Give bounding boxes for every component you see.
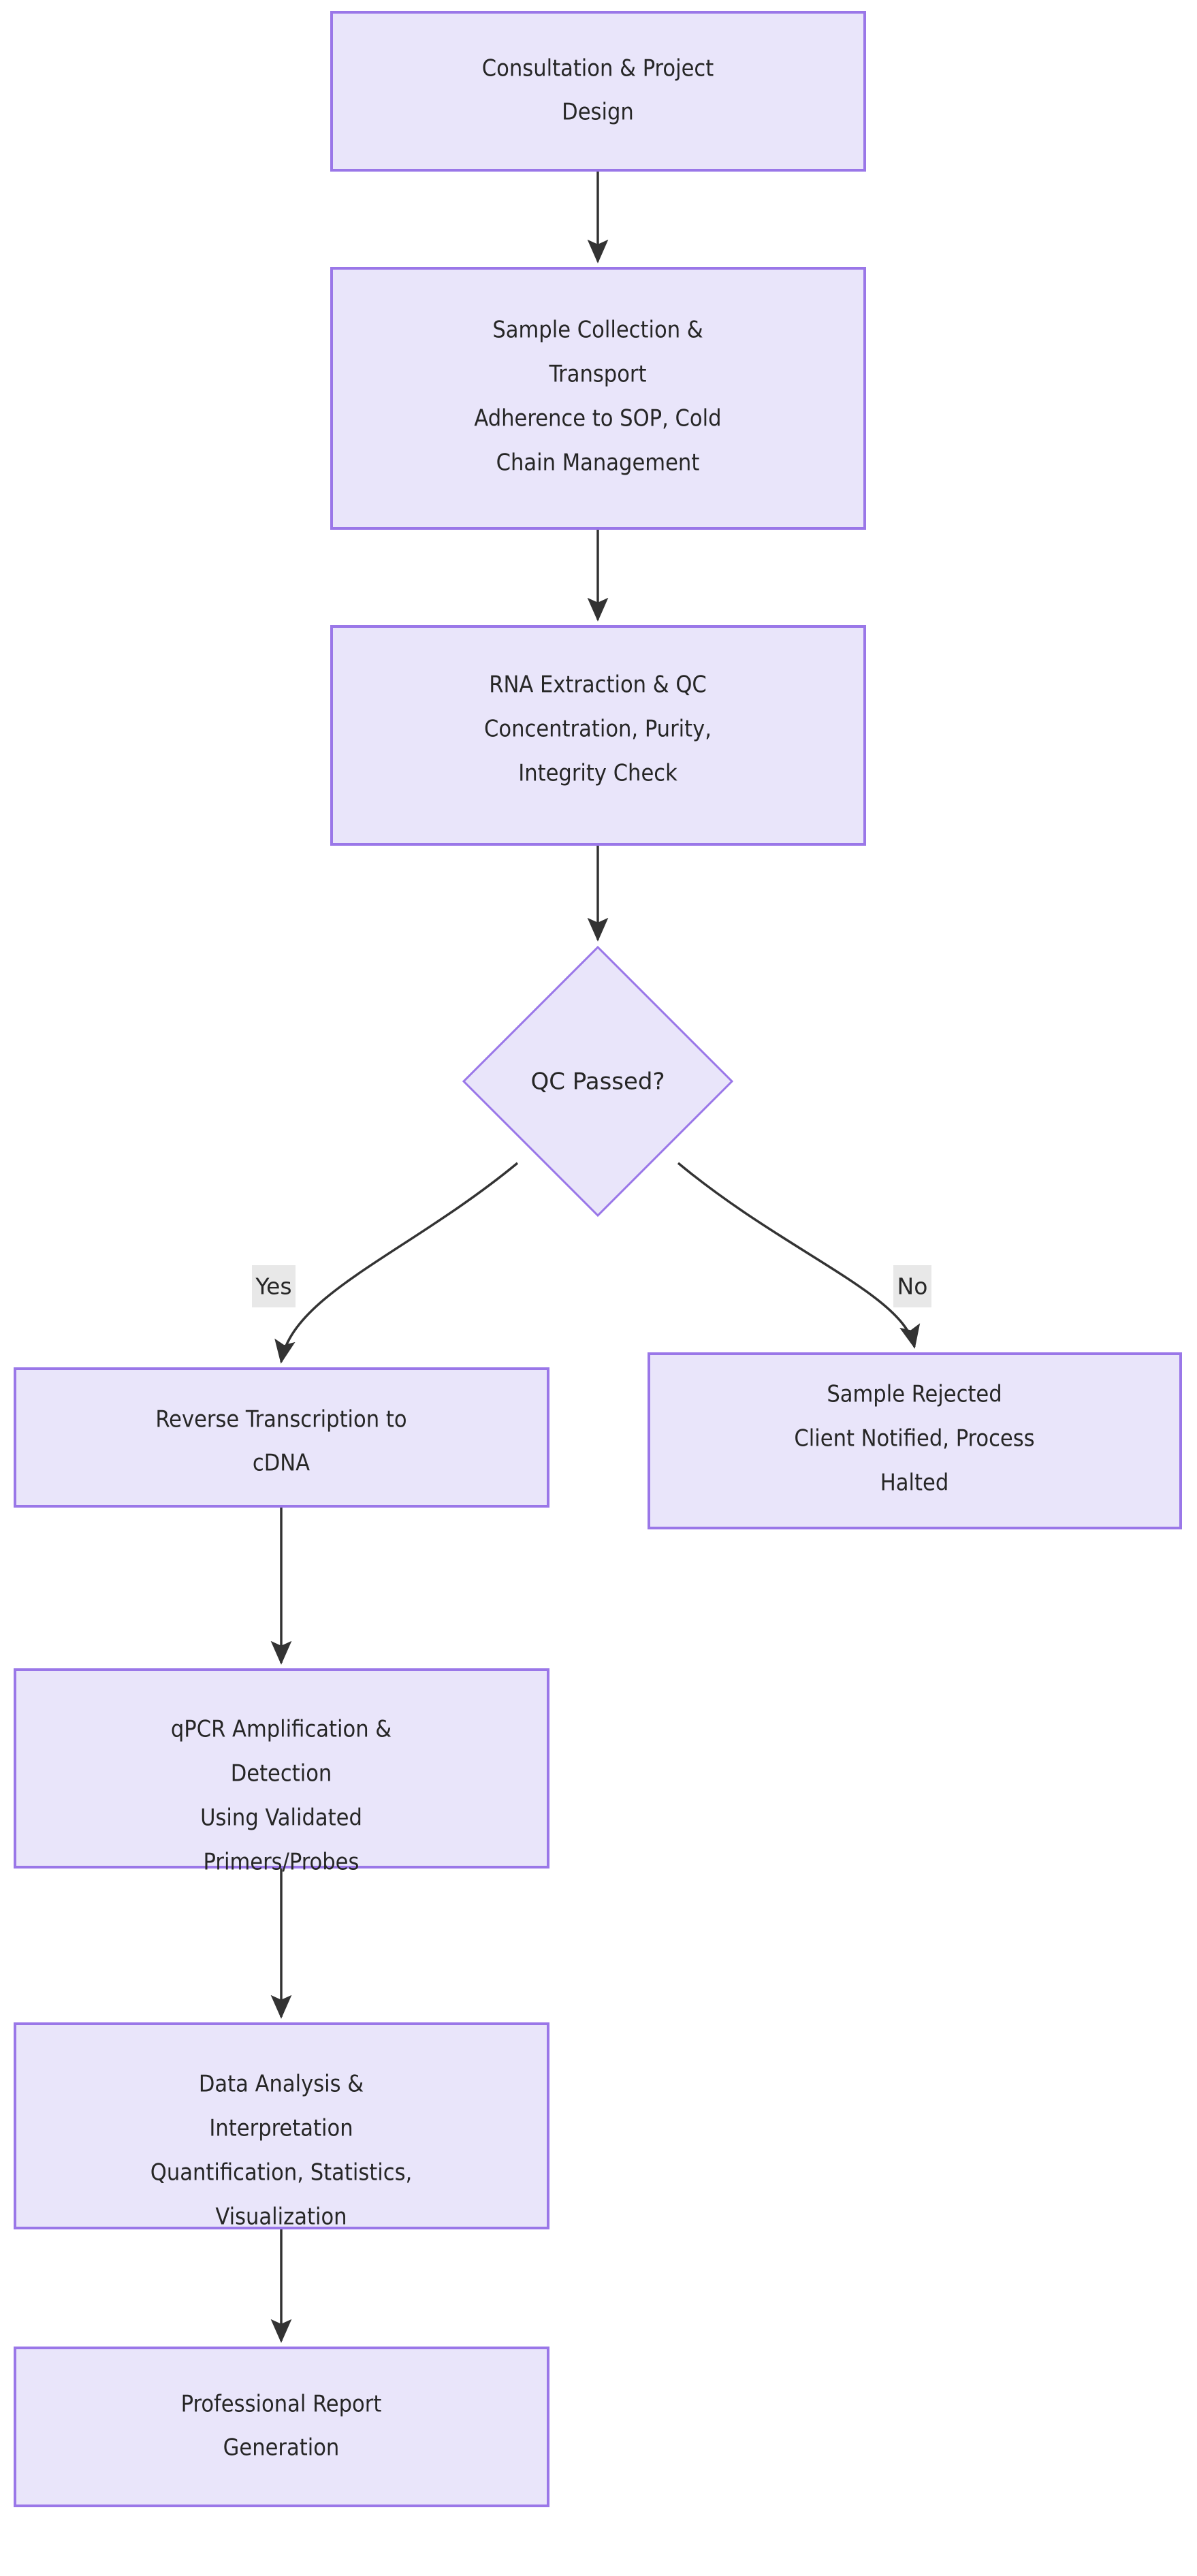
node-rna-extraction-shape[interactable] <box>330 625 866 846</box>
node-qpcr-line-1: Detection <box>231 1760 332 1787</box>
node-sample-collection[interactable]: Sample Collection & Transport Adherence … <box>330 267 866 530</box>
node-sample-collection-line-0: Sample Collection & <box>492 317 703 344</box>
node-report[interactable]: Professional Report Generation <box>14 2347 549 2507</box>
node-rna-extraction[interactable]: RNA Extraction & QC Concentration, Purit… <box>330 625 866 846</box>
node-rna-extraction-line-2: Integrity Check <box>518 760 677 787</box>
node-report-line-0: Professional Report <box>181 2391 382 2418</box>
edge-label-yes-text: Yes <box>255 1273 291 1300</box>
node-rna-extraction-line-1: Concentration, Purity, <box>484 716 712 743</box>
node-rna-extraction-line-0: RNA Extraction & QC <box>489 671 707 699</box>
node-data-analysis-line-3: Visualization <box>215 2204 347 2231</box>
node-qc-decision-shape[interactable] <box>462 945 734 1218</box>
edge-label-no-background <box>893 1265 931 1307</box>
node-data-analysis-shape[interactable] <box>14 2022 549 2229</box>
node-sample-rejected-line-0: Sample Rejected <box>827 1381 1002 1408</box>
node-sample-collection-line-1: Transport <box>548 361 646 388</box>
edge-label-yes: Yes <box>252 1265 296 1307</box>
node-qpcr-line-0: qPCR Amplification & <box>171 1716 392 1743</box>
node-qpcr-line-2: Using Validated <box>200 1804 362 1832</box>
edge-label-no: No <box>893 1265 931 1307</box>
node-qc-decision[interactable]: QC Passed? <box>462 945 734 1218</box>
node-reverse-transcription-line-0: Reverse Transcription to <box>155 1406 406 1433</box>
edge-label-yes-background <box>252 1265 296 1307</box>
node-sample-rejected-line-2: Halted <box>880 1469 949 1497</box>
node-data-analysis-line-2: Quantification, Statistics, <box>150 2159 412 2187</box>
node-data-analysis-line-0: Data Analysis & <box>199 2071 364 2098</box>
edge-qc-decision-yes-to-reverse-transcription <box>274 1162 519 1364</box>
node-sample-collection-line-2: Adherence to SOP, Cold <box>474 405 721 432</box>
edge-qc-decision-no-to-sample-rejected <box>677 1162 921 1349</box>
node-sample-collection-shape[interactable] <box>330 267 866 530</box>
node-sample-collection-line-3: Chain Management <box>496 449 700 477</box>
node-consultation[interactable]: Consultation & Project Design <box>330 11 866 172</box>
node-sample-rejected-shape[interactable] <box>648 1352 1182 1529</box>
node-qc-decision-label: QC Passed? <box>530 1068 665 1096</box>
node-reverse-transcription-shape[interactable] <box>14 1367 549 1508</box>
node-reverse-transcription-line-1: cDNA <box>253 1450 310 1477</box>
edge-label-no-text: No <box>897 1273 928 1300</box>
node-sample-rejected-line-1: Client Notified, Process <box>794 1425 1034 1452</box>
node-data-analysis[interactable]: Data Analysis & Interpretation Quantific… <box>14 2022 549 2231</box>
node-qpcr-line-3: Primers/Probes <box>204 1849 360 1876</box>
node-sample-rejected[interactable]: Sample Rejected Client Notified, Process… <box>648 1352 1182 1529</box>
node-report-line-1: Generation <box>223 2434 340 2462</box>
node-consultation-shape[interactable] <box>330 11 866 172</box>
node-reverse-transcription[interactable]: Reverse Transcription to cDNA <box>14 1367 549 1508</box>
node-report-shape[interactable] <box>14 2347 549 2507</box>
edges-layer <box>270 170 921 2343</box>
node-qpcr-shape[interactable] <box>14 1668 549 1869</box>
node-consultation-line-1: Design <box>562 99 634 126</box>
node-qpcr[interactable]: qPCR Amplification & Detection Using Val… <box>14 1668 549 1876</box>
node-consultation-line-0: Consultation & Project <box>482 55 714 82</box>
node-data-analysis-line-1: Interpretation <box>209 2115 353 2142</box>
